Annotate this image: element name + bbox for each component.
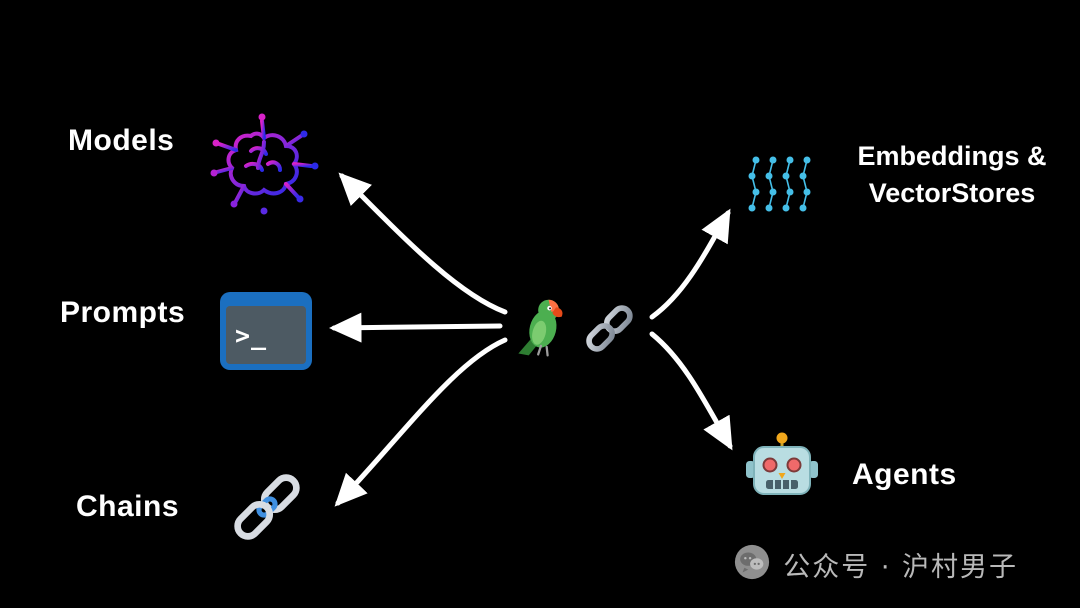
arrow-center-to-chains <box>334 337 508 507</box>
terminal-prompt-text: >_ <box>235 320 268 350</box>
embeddings-label: Embeddings & VectorStores <box>836 138 1068 212</box>
prompts-label: Prompts <box>60 296 186 329</box>
models-label: Models <box>68 124 175 157</box>
arrow-center-to-agents <box>649 331 733 451</box>
watermark-text: 公众号 · 沪村男子 <box>783 552 1018 583</box>
dot-matrix-icon <box>742 148 816 222</box>
wechat-account-icon <box>733 543 771 586</box>
chain-links-icon <box>226 466 308 548</box>
arrow-center-to-prompts <box>329 312 503 343</box>
arrow-center-to-models <box>338 172 508 315</box>
terminal-screen: >_ <box>226 306 306 364</box>
terminal-icon: >_ <box>220 292 312 370</box>
arrow-center-to-embeddings <box>649 208 731 320</box>
agents-label: Agents <box>852 458 957 491</box>
embeddings-label-line2: VectorStores <box>868 178 1036 208</box>
watermark: 公众号 · 沪村男子 <box>733 543 1018 586</box>
parrot-icon <box>508 294 574 362</box>
embeddings-label-line1: Embeddings & <box>857 141 1047 171</box>
chain-link-icon <box>580 300 638 356</box>
chains-label: Chains <box>76 490 180 523</box>
brain-circuit-icon <box>206 106 326 226</box>
robot-icon <box>742 430 822 510</box>
